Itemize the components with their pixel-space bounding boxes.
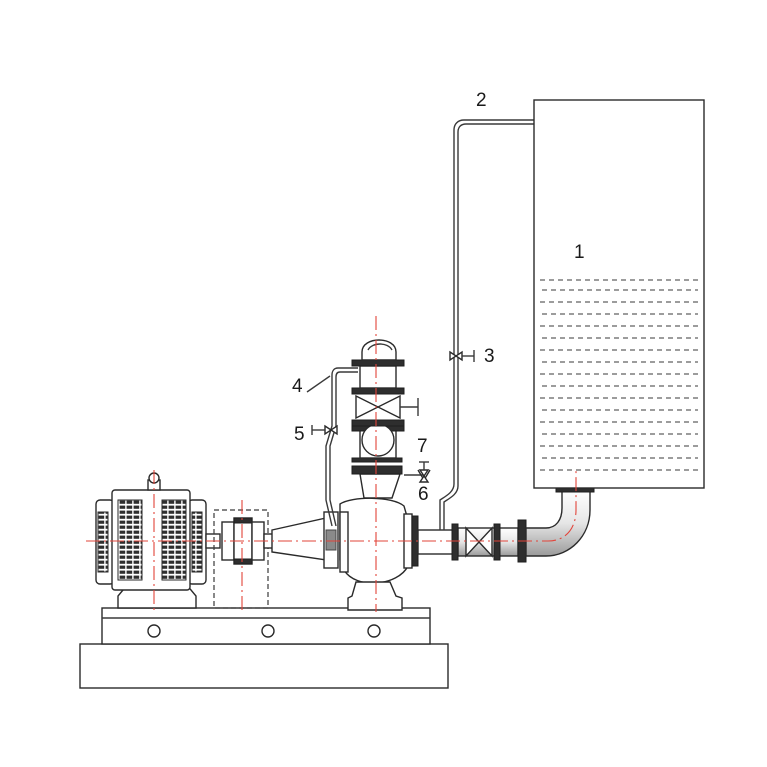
- anchor-bolt: [261, 624, 275, 638]
- anchor-bolt: [147, 624, 161, 638]
- label-gauge: 7: [417, 436, 428, 457]
- gate-valve: [355, 394, 401, 420]
- priming-line: [439, 119, 534, 530]
- foundation: [79, 607, 449, 689]
- anchor-bolt: [367, 624, 381, 638]
- discharge-bend: [361, 339, 397, 361]
- tank-wall: [533, 99, 705, 489]
- label-priming-valve: 3: [484, 346, 495, 367]
- pump-pedestal: [347, 581, 403, 611]
- overflow-pipe: [439, 119, 534, 530]
- motor-fins-right: [161, 499, 187, 581]
- suction-line: [451, 485, 595, 563]
- discharge-assembly: [351, 339, 419, 463]
- bearing-housing: [271, 517, 327, 561]
- bypass-valve: [324, 424, 338, 436]
- suction-nozzle: [417, 529, 459, 555]
- label-bypass-pipe: 4: [292, 376, 303, 397]
- coupling: [213, 509, 275, 609]
- bypass-line: [306, 367, 358, 527]
- centrifugal-pump: [271, 465, 459, 611]
- water-level: [540, 279, 698, 471]
- center-lines: [86, 316, 577, 612]
- coupling-guard: [213, 509, 269, 609]
- suction-valve: [465, 526, 493, 558]
- label-bypass-valve: 5: [294, 424, 305, 445]
- discharge-flange: [351, 465, 403, 475]
- label-overflow-pipe: 2: [476, 90, 487, 111]
- motor-fins-left: [117, 499, 143, 581]
- suction-axis: [470, 470, 577, 542]
- electric-motor: [95, 472, 221, 609]
- concrete-base: [79, 643, 449, 689]
- discharge-nozzle: [359, 473, 401, 499]
- gauge-assembly: [404, 461, 431, 483]
- water-tank: [533, 99, 705, 489]
- label-tank: 1: [574, 242, 585, 263]
- callout-labels: 1 2 3 4 5 6 7: [292, 90, 585, 505]
- check-valve: [361, 423, 395, 457]
- priming-valve: [449, 350, 463, 362]
- bypass-pipe: [325, 367, 358, 527]
- suction-elbow: [525, 489, 591, 557]
- label-gauge-valve: 6: [418, 484, 429, 505]
